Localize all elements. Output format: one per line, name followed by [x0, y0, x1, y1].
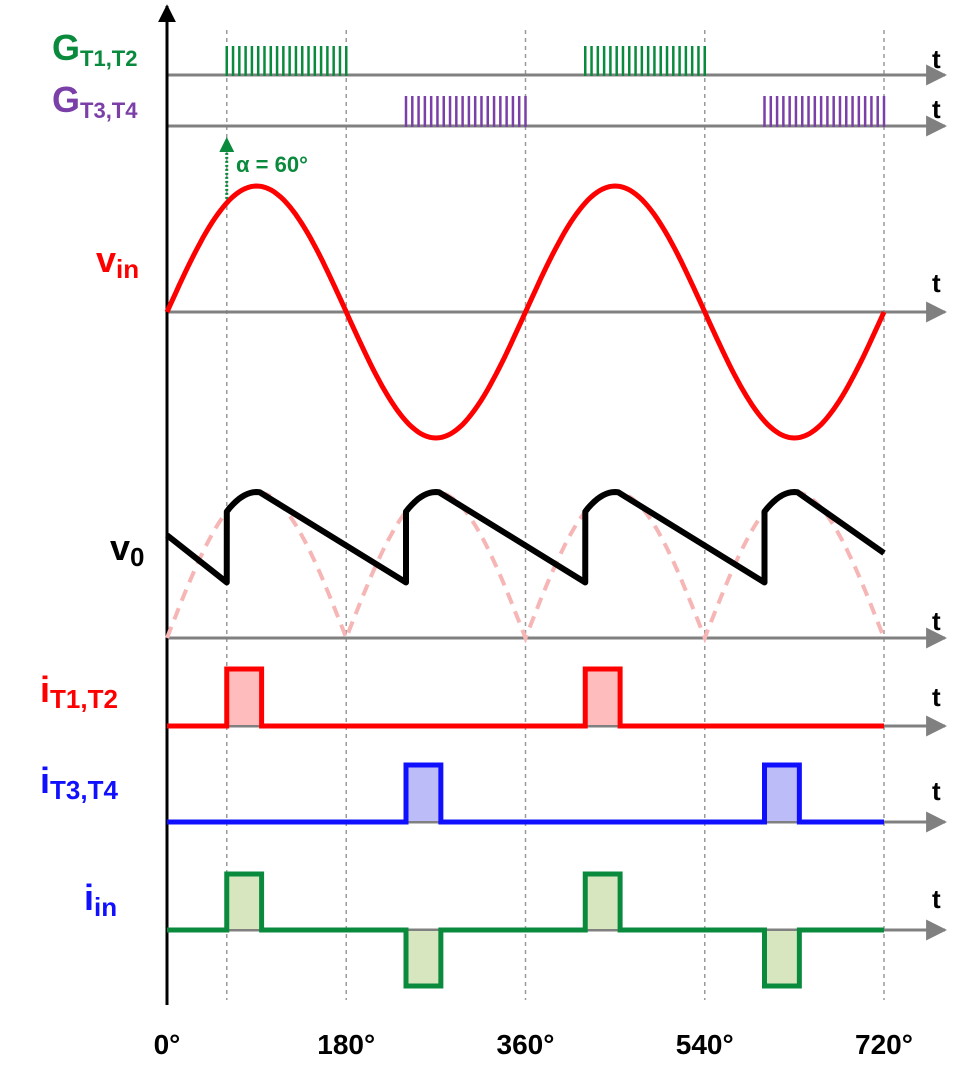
- label-vo: v0: [110, 527, 145, 572]
- label-gate-t3-t4-sub: T3,T4: [80, 98, 138, 123]
- label-gate-t1-t2: GT1,T2: [52, 27, 137, 71]
- x-tick-label-180: 180°: [317, 1029, 375, 1060]
- it34-pulse-fill-2: [764, 765, 800, 822]
- label-it34: iT3,T4: [40, 760, 118, 805]
- label-it12-main: i: [40, 669, 50, 710]
- label-iin-sub: in: [94, 892, 117, 922]
- vertical-guide-lines: [226, 30, 885, 1000]
- gate-t3-t4-train-2: [763, 96, 886, 127]
- it34-trace: [167, 762, 884, 825]
- time-axis-label-gate-t3-t4: t: [932, 94, 941, 124]
- it12-pulse-fill-1: [226, 669, 262, 726]
- label-gate-t1-t2-main: G: [52, 27, 80, 68]
- iin-waveform-group: [167, 871, 884, 989]
- x-tick-labels: 0° 180° 360° 540° 720°: [154, 1029, 913, 1060]
- label-vo-main: v: [110, 527, 130, 568]
- label-vin: vin: [96, 239, 139, 284]
- iin-pulse-fill-1: [226, 874, 262, 930]
- time-axis-label-vo: t: [932, 606, 941, 636]
- it34-pulse-fill-1: [406, 765, 441, 822]
- time-axis-label-vin: t: [932, 268, 941, 298]
- vo-waveform: [165, 489, 886, 586]
- label-iin: iin: [84, 877, 117, 922]
- label-vo-sub: 0: [130, 542, 144, 572]
- it34-waveform-group: [167, 762, 884, 825]
- time-axis-label-it12: t: [932, 682, 941, 712]
- time-axis-label-iin: t: [932, 884, 941, 914]
- gate-t1-t2-train-2: [584, 46, 706, 76]
- alpha-label: α = 60°: [236, 152, 308, 177]
- it12-trace: [167, 666, 884, 729]
- it12-waveform-group: [167, 666, 884, 729]
- trace-labels: GT1,T2 GT3,T4 vin v0 iT1,T2 iT3,T4 iin: [40, 27, 145, 922]
- x-tick-label-360: 360°: [497, 1029, 555, 1060]
- iin-pulse-fill-2: [406, 930, 441, 986]
- time-axis-label-it34: t: [932, 776, 941, 806]
- label-gate-t1-t2-sub: T1,T2: [80, 46, 137, 71]
- x-tick-label-540: 540°: [676, 1029, 734, 1060]
- gate-t1-t2-train-1: [225, 46, 348, 76]
- iin-trace: [167, 871, 884, 989]
- label-vin-sub: in: [116, 254, 139, 284]
- label-gate-t3-t4-main: G: [52, 79, 80, 120]
- vin-waveform: [164, 183, 887, 441]
- iin-pulse-fill-3: [585, 874, 621, 930]
- x-tick-label-0: 0°: [154, 1029, 181, 1060]
- time-axis-label-gate-t1-t2: t: [932, 44, 941, 74]
- gate-pulse-trains: [225, 46, 886, 127]
- iin-pulse-fill-4: [764, 930, 800, 986]
- x-tick-label-720: 720°: [855, 1029, 913, 1060]
- label-it12-sub: T1,T2: [50, 684, 118, 714]
- label-it34-main: i: [40, 760, 50, 801]
- label-it34-sub: T3,T4: [50, 775, 118, 805]
- firing-angle-marker: α = 60°: [219, 137, 308, 199]
- it12-pulse-fill-2: [585, 669, 621, 726]
- label-vin-main: v: [96, 239, 116, 280]
- label-gate-t3-t4: GT3,T4: [52, 79, 138, 123]
- label-it12: iT1,T2: [40, 669, 118, 714]
- label-iin-main: i: [84, 877, 94, 918]
- gate-t3-t4-train-1: [404, 96, 527, 127]
